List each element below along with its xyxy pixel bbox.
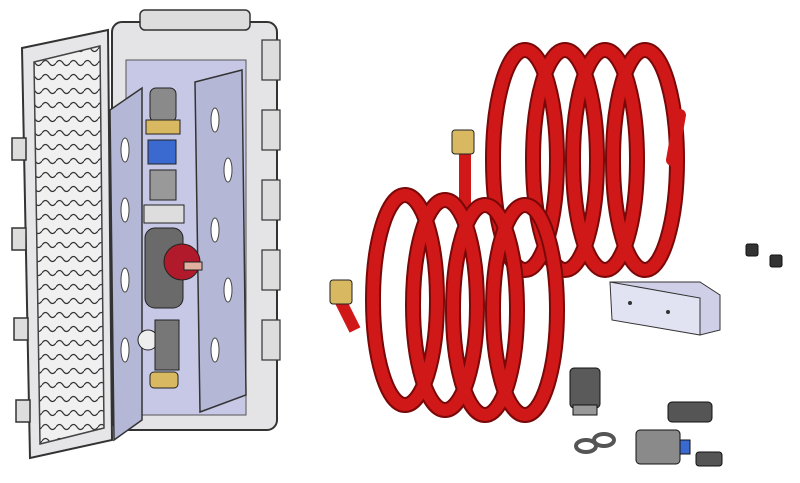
- hose-clamps: [574, 432, 616, 454]
- hose-coil-lower: [334, 187, 565, 423]
- hose-couplings: [329, 129, 475, 305]
- hose-coil-upper: [459, 42, 686, 278]
- camlock-fittings: [569, 367, 723, 467]
- small-plugs: [745, 243, 783, 268]
- bracket: [609, 281, 721, 336]
- mounting-panel: [109, 69, 247, 442]
- case-lid: [11, 28, 114, 460]
- valve-assembly: [137, 87, 203, 389]
